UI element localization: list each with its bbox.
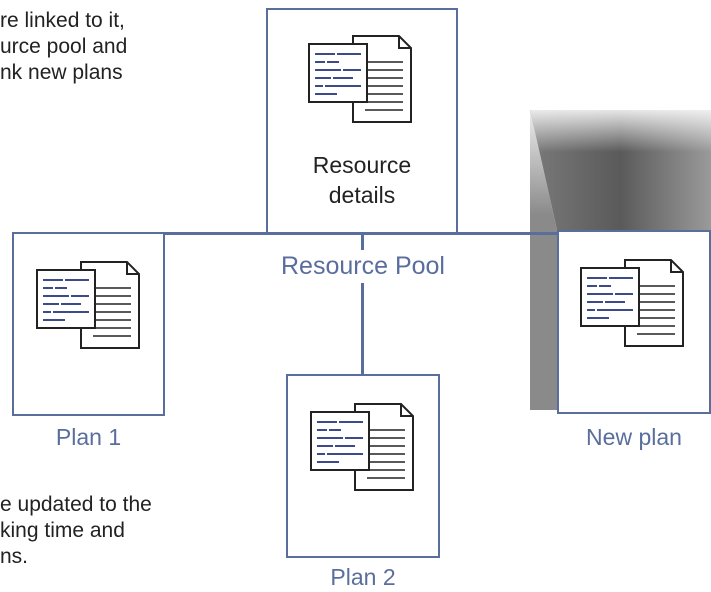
plan-2-label: Plan 2 — [330, 564, 396, 590]
document-icon — [303, 398, 423, 498]
plan-1-label: Plan 1 — [55, 424, 122, 450]
plan-2-box — [286, 374, 440, 558]
resource-pool-label: Resource Pool — [281, 252, 445, 280]
resource-details-box: Resource details — [266, 8, 458, 234]
connector-vertical-bottom — [361, 283, 364, 376]
new-plan-box — [557, 230, 711, 414]
bottom-paragraph-line-1: e updated to the — [0, 493, 152, 516]
resource-details-label: Resource details — [268, 150, 456, 210]
document-icon — [301, 30, 421, 130]
bottom-paragraph: e updated to the king time and ns. — [0, 492, 152, 570]
document-icon — [29, 256, 149, 356]
top-paragraph: re linked to it, urce pool and nk new pl… — [0, 8, 127, 86]
resource-label-line-1: Resource — [312, 152, 412, 178]
bottom-paragraph-line-3: ns. — [0, 545, 29, 568]
resource-label-line-2: details — [328, 182, 396, 208]
bottom-paragraph-line-2: king time and — [0, 519, 125, 542]
plan-1-box — [12, 232, 165, 416]
document-icon — [573, 254, 693, 354]
new-plan-label: New plan — [586, 424, 682, 450]
top-paragraph-line-1: re linked to it, — [0, 9, 125, 32]
top-paragraph-line-2: urce pool and — [0, 35, 128, 58]
connector-vertical-top — [361, 232, 364, 250]
new-plan-shadow — [530, 110, 711, 410]
top-paragraph-line-3: nk new plans — [0, 61, 123, 84]
